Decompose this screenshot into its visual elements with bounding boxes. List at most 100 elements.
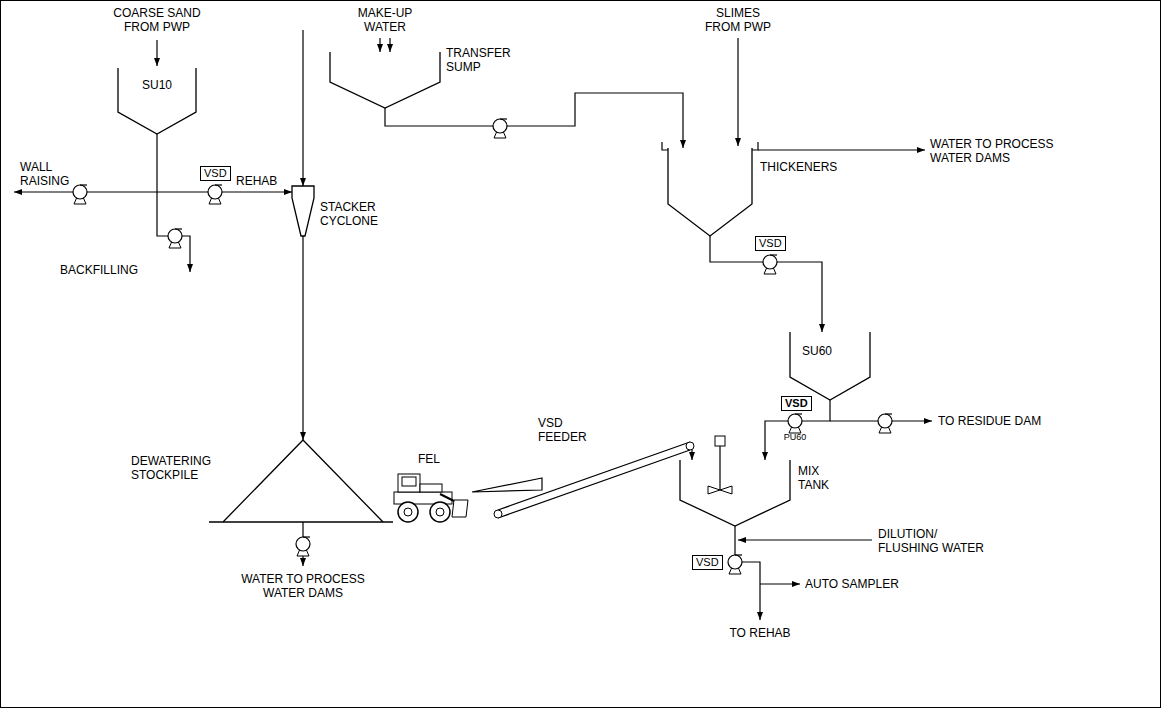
vsd-tag: VSD	[755, 236, 786, 251]
equipment-label: STACKER CYCLONE	[320, 200, 390, 228]
pump-outlet	[303, 536, 310, 537]
stream-label: MAKE-UP WATER	[350, 6, 420, 34]
stream-label: SLIMES FROM PWP	[701, 6, 775, 34]
slimes-feed-pipe	[737, 38, 738, 146]
make-up-water-pipe	[389, 38, 390, 52]
node-shape	[330, 52, 440, 108]
node-shape	[223, 440, 383, 522]
pump-outlet	[80, 184, 87, 185]
flow-line	[385, 93, 683, 148]
stream-label: TO RESIDUE DAM	[938, 414, 1041, 428]
pump-outlet	[795, 413, 802, 414]
stream-label: COARSE SAND FROM PWP	[105, 6, 210, 34]
tank-outline	[680, 460, 790, 526]
sump-tank: TRANSFER SUMP	[330, 52, 440, 108]
pump-casing	[296, 537, 310, 551]
pump-symbol	[168, 229, 182, 248]
stream-label: DILUTION/ FLUSHING WATER	[878, 527, 993, 555]
pump-symbol	[763, 255, 777, 274]
overflow-pipe	[758, 149, 925, 150]
stream-label: TO REHAB	[725, 626, 795, 640]
front-end-loader: FEL	[390, 470, 468, 522]
vsd-tag: VSD	[781, 396, 812, 411]
agitator-motor	[715, 436, 725, 446]
conveyor-feeder: VSD FEEDER	[490, 436, 700, 522]
vsd-tag: VSD	[692, 555, 723, 570]
pump-symbol	[788, 414, 802, 433]
transfer-arrow	[472, 478, 542, 492]
pump-symbol	[493, 119, 507, 138]
node-shape	[680, 460, 790, 526]
stockpile: DEWATERING STOCKPILE	[223, 440, 383, 522]
pump-casing	[788, 414, 802, 428]
storage-tank: SU10	[118, 68, 196, 134]
cyclone: STACKER CYCLONE	[292, 186, 314, 236]
dilution-pipe	[738, 539, 872, 540]
equipment-label: SU10	[118, 78, 196, 92]
node-shape	[790, 332, 870, 400]
launder	[662, 142, 758, 150]
agitator-shaft	[719, 446, 720, 490]
rehab-pipe	[742, 562, 760, 620]
pump-outlet	[885, 413, 892, 414]
tank-outline	[668, 148, 752, 236]
pump-outlet	[500, 118, 507, 119]
pump-outlet	[770, 254, 777, 255]
pump-symbol	[296, 537, 310, 556]
mix-tank: MIX TANK	[680, 460, 790, 526]
node-shape	[118, 68, 196, 134]
agitator-impeller	[708, 486, 732, 494]
pump-symbol	[73, 185, 87, 204]
pump-casing	[73, 185, 87, 199]
equipment-label: FEL	[390, 452, 468, 466]
vsd-tag: VSD	[200, 166, 231, 181]
cyclone-feed-pipe	[302, 30, 303, 186]
mix-outlet-pipe	[734, 526, 735, 555]
stream-label: BACKFILLING	[60, 263, 138, 277]
pump-symbol	[878, 414, 892, 433]
cyclone-outline	[292, 186, 314, 236]
flow-line	[157, 134, 292, 192]
node-shape	[668, 148, 752, 236]
pump-casing	[208, 185, 222, 199]
pump-tag: PU60	[775, 432, 815, 443]
pump-casing	[878, 414, 892, 428]
pump-symbol	[208, 185, 222, 204]
stream-label: WATER TO PROCESS WATER DAMS	[236, 572, 371, 600]
flow-line	[710, 236, 822, 332]
tank-outline	[118, 68, 196, 134]
pump-casing	[168, 229, 182, 243]
node-shape	[292, 186, 314, 236]
flow-label: REHAB	[236, 175, 277, 188]
flow-line	[302, 236, 303, 440]
vsd-label: VSD	[759, 237, 782, 250]
thickener-tank: THICKENERS	[668, 148, 752, 236]
storage-tank: SU60	[790, 332, 870, 400]
pump-symbol	[728, 555, 742, 574]
tank-outline	[790, 332, 870, 400]
stream-label: WATER TO PROCESS WATER DAMS	[930, 137, 1065, 165]
equipment-label: DEWATERING STOCKPILE	[131, 454, 221, 482]
tank-outline	[330, 52, 440, 108]
pump-casing	[728, 555, 742, 569]
feed-pipe	[156, 40, 157, 66]
belt	[498, 442, 690, 518]
ground-line	[209, 521, 393, 522]
pile-outline	[223, 440, 383, 522]
equipment-label: TRANSFER SUMP	[446, 46, 518, 74]
loader-drawing	[394, 474, 468, 522]
pump-outlet	[215, 184, 222, 185]
pump-outlet	[735, 554, 742, 555]
vsd-label: VSD	[696, 556, 719, 569]
node-shape	[390, 470, 468, 522]
vsd-label: VSD	[785, 397, 808, 410]
node-shape	[490, 436, 700, 522]
equipment-label: THICKENERS	[760, 160, 837, 174]
equipment-label: MIX TANK	[798, 464, 840, 492]
tail-pulley	[494, 510, 502, 518]
backfill-pipe	[157, 192, 190, 272]
stream-label: AUTO SAMPLER	[805, 577, 899, 591]
